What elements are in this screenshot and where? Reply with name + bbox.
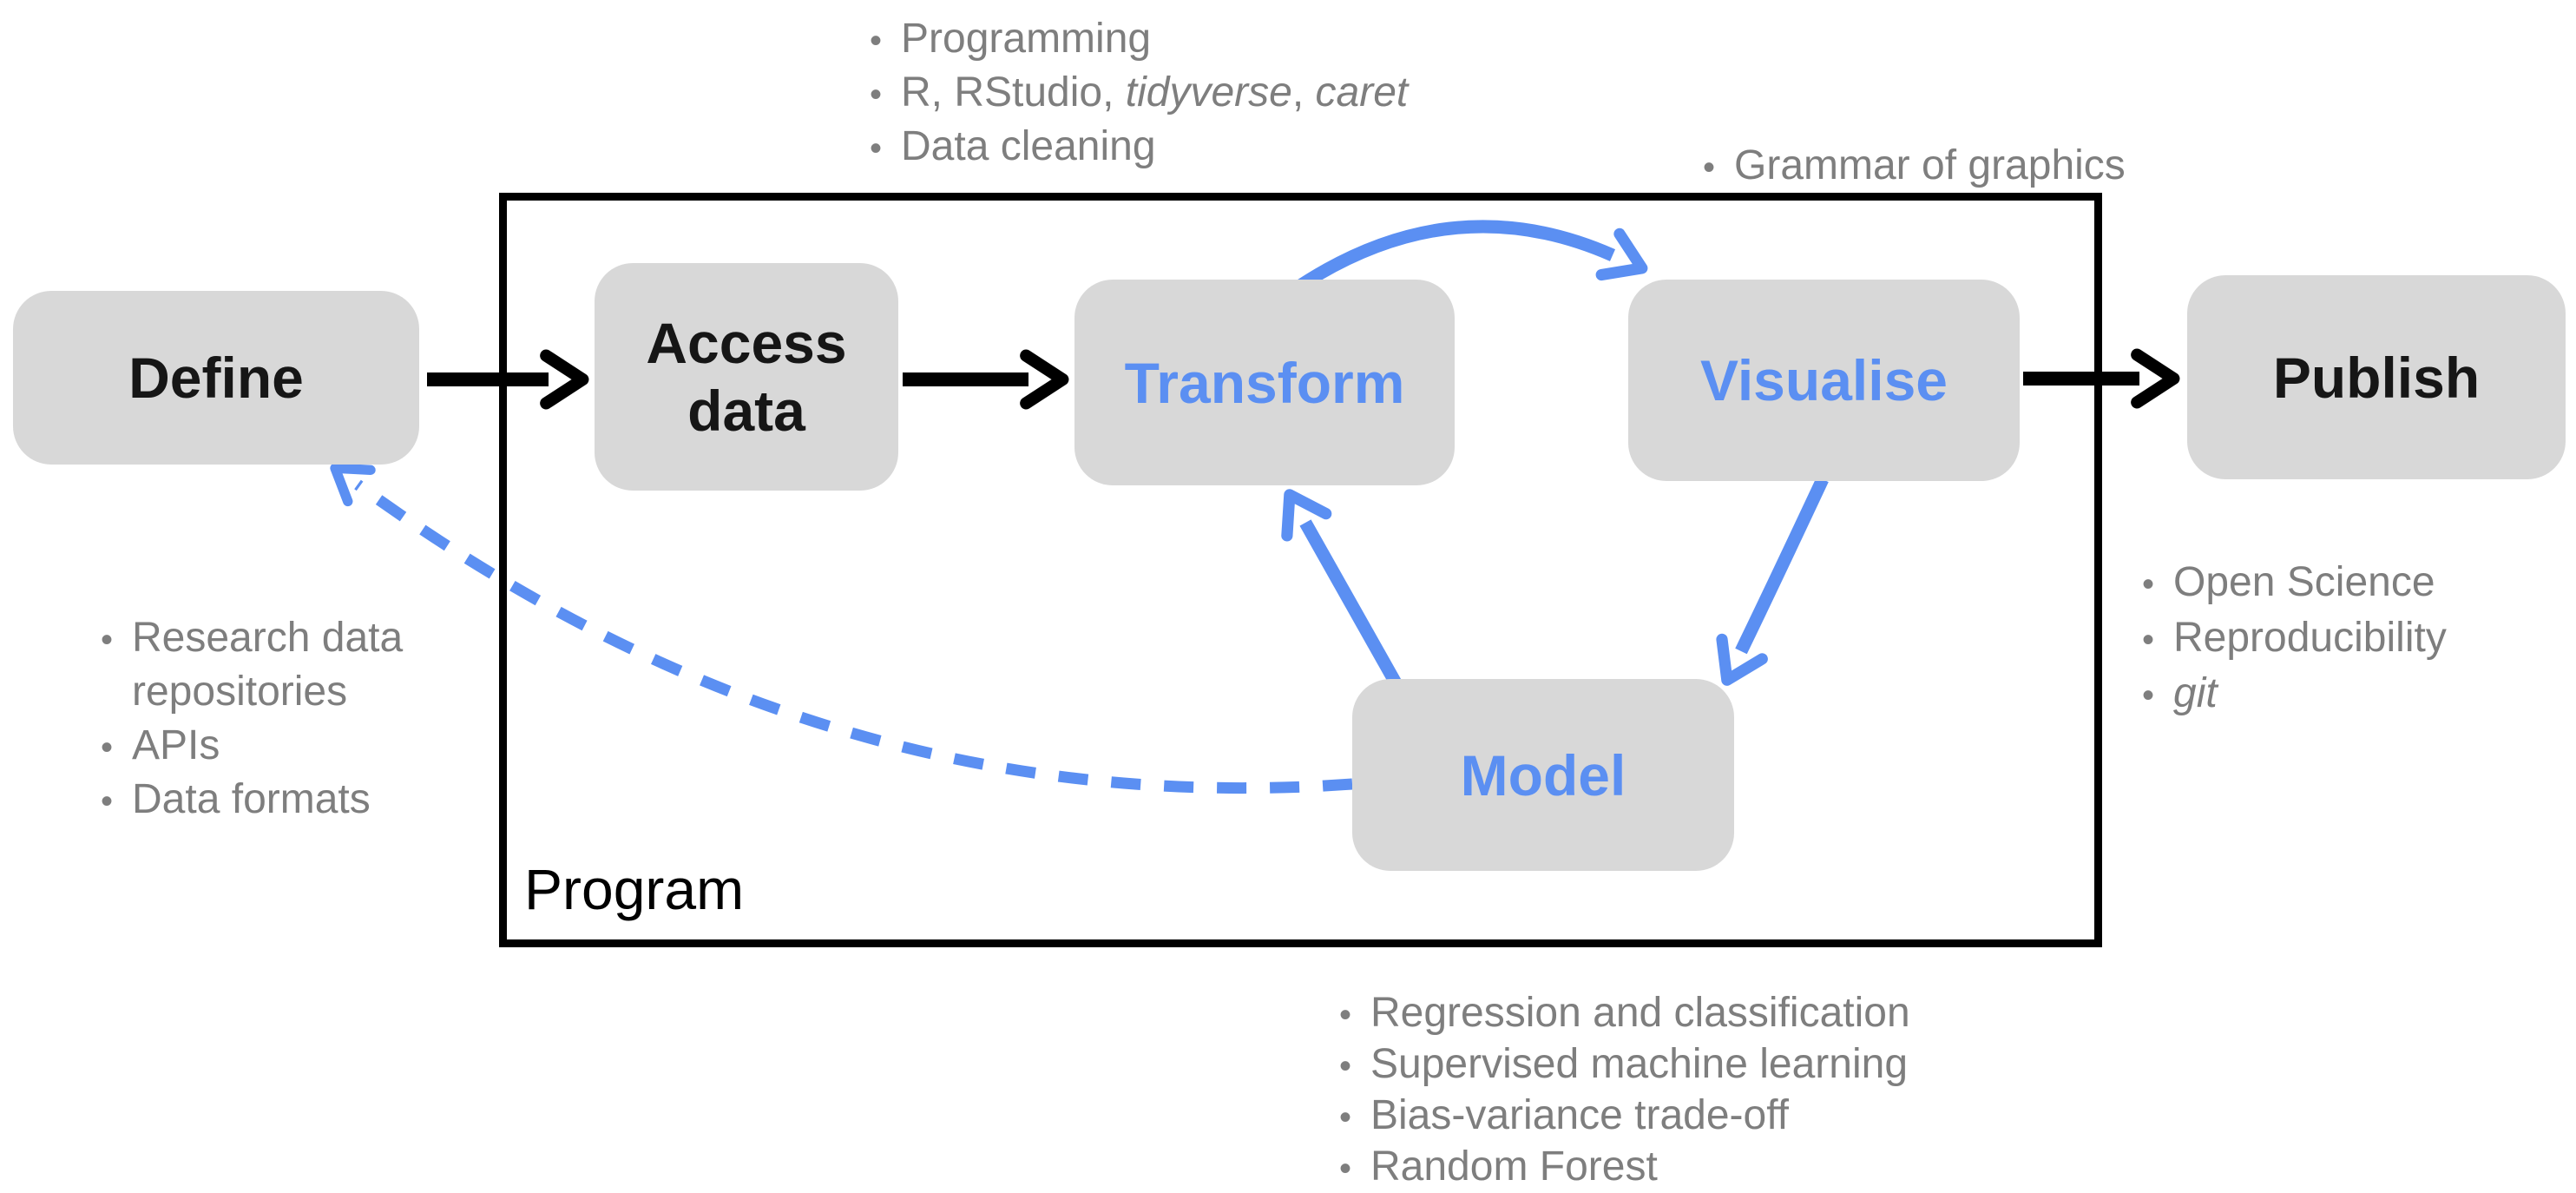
bullet-icon: • [870, 76, 883, 114]
bullet-icon: • [101, 728, 114, 767]
list-item-text: Bias-variance trade-off [1370, 1092, 1790, 1138]
node-define: Define [13, 291, 419, 465]
bullet-icon: • [2142, 565, 2155, 603]
list-item: • Reproducibility [2142, 613, 2447, 665]
list-item: • Regression and classification [1339, 988, 1910, 1040]
list-item-text: Data formats [132, 776, 371, 822]
list-item-text-italic: tidyverse [1125, 69, 1292, 115]
bullet-icon: • [1339, 996, 1352, 1034]
list-item-text: R, RStudio, [901, 69, 1126, 115]
bullet-icon: • [101, 621, 114, 659]
list-item-text: Open Science [2173, 559, 2435, 605]
list-item: • APIs [101, 721, 220, 773]
list-item: • Grammar of graphics [1703, 141, 2126, 193]
node-publish: Publish [2187, 275, 2566, 479]
list-item: • git [2142, 669, 2218, 721]
bullet-icon: • [1339, 1150, 1352, 1188]
list-item-text: APIs [132, 722, 220, 768]
node-access-data: Access data [595, 263, 898, 491]
list-item-text-italic: git [2173, 670, 2218, 716]
bullet-icon: • [1339, 1047, 1352, 1085]
list-item-text-italic: caret [1315, 69, 1409, 115]
list-item-text: Random Forest [1370, 1144, 1658, 1190]
bullet-icon: • [870, 129, 883, 168]
bullet-icon: • [1339, 1098, 1352, 1137]
arrow-visualise-to-model [1716, 476, 1829, 686]
list-item: • Research data [101, 613, 403, 665]
list-item: • Data cleaning [870, 122, 1156, 174]
list-item: repositories [101, 667, 347, 717]
list-item-text: Reproducibility [2173, 615, 2447, 661]
list-item-text: Grammar of graphics [1734, 142, 2126, 188]
list-item: • R, RStudio, tidyverse, caret [870, 68, 1408, 120]
list-item: • Random Forest [1339, 1142, 1658, 1193]
list-item: • Programming [870, 14, 1151, 66]
list-item-text: Programming [901, 16, 1152, 62]
arrow-model-to-transform [1281, 489, 1403, 689]
list-item: • Supervised machine learning [1339, 1039, 1908, 1091]
list-item-text: repositories [132, 669, 348, 715]
bullet-icon: • [2142, 621, 2155, 659]
program-container-box [499, 193, 2102, 947]
node-transform: Transform [1074, 280, 1455, 485]
list-item-text: Supervised machine learning [1370, 1041, 1909, 1087]
bullet-icon: • [2142, 676, 2155, 715]
bullet-icon: • [1703, 148, 1716, 187]
list-item: • Open Science [2142, 557, 2435, 610]
list-item: • Data formats [101, 774, 371, 827]
node-model: Model [1352, 679, 1734, 871]
list-item-text: Data cleaning [901, 123, 1156, 169]
dashed-arrow-model-to-define [330, 463, 1353, 794]
list-item: • Bias-variance trade-off [1339, 1091, 1789, 1143]
list-item-text: Regression and classification [1370, 990, 1910, 1036]
arrow-transform-to-visualise [1291, 220, 1648, 295]
bullet-icon: • [101, 782, 114, 821]
list-item-text: Research data [132, 615, 404, 661]
list-item-text: , [1291, 69, 1316, 115]
node-visualise: Visualise [1628, 280, 2020, 481]
program-label: Program [524, 857, 745, 921]
bullet-icon: • [870, 22, 883, 60]
